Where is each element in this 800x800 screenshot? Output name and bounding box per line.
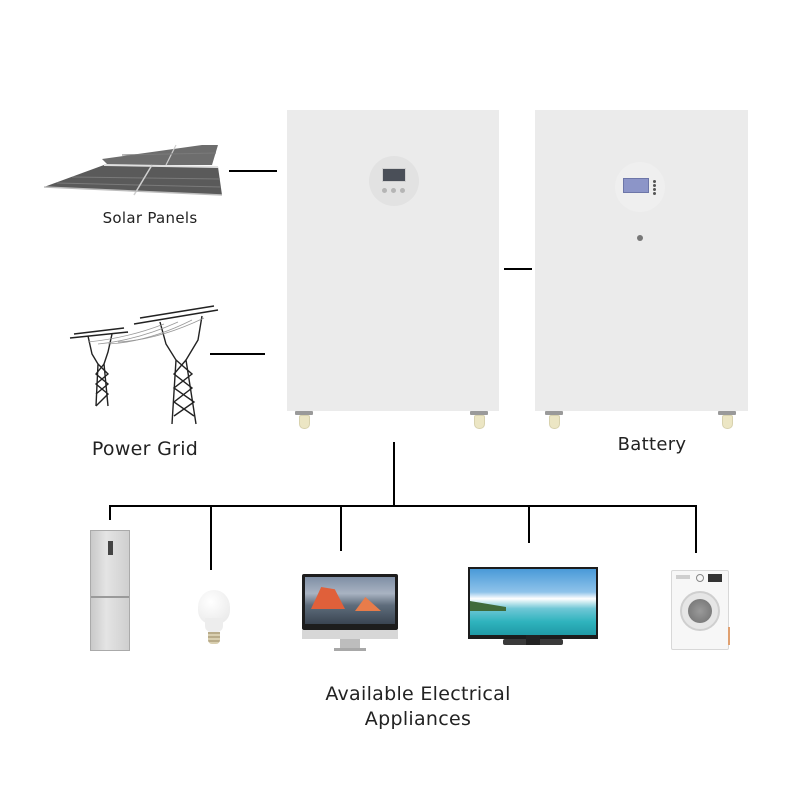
refrigerator-icon — [90, 530, 130, 651]
battery-wheel-right — [718, 411, 736, 431]
fridge-drop — [109, 505, 111, 520]
solar-connector — [229, 170, 277, 172]
monitor-drop — [340, 505, 342, 551]
distribution-bus — [109, 505, 697, 507]
bulb-drop — [210, 505, 212, 570]
washer-drop — [695, 505, 697, 553]
power-grid-label: Power Grid — [91, 438, 199, 460]
tv-icon — [468, 567, 598, 649]
inverter-output-connector — [393, 442, 395, 506]
washing-machine-icon — [671, 570, 730, 650]
solar-panels-label: Solar Panels — [102, 209, 198, 227]
battery-display-screen — [623, 178, 649, 193]
inverter-battery-connector — [504, 268, 532, 270]
battery-label: Battery — [617, 434, 687, 455]
monitor-icon — [302, 574, 398, 652]
tv-drop — [528, 505, 530, 543]
grid-connector — [210, 353, 265, 355]
inverter-cabinet-icon — [287, 110, 499, 411]
light-bulb-icon — [198, 590, 230, 652]
appliances-label-line2: Appliances — [364, 708, 472, 730]
battery-wheel-left — [545, 411, 563, 431]
battery-display-panel — [615, 162, 665, 212]
inverter-wheel-right — [470, 411, 488, 431]
appliances-label-line1: Available Electrical — [325, 683, 511, 705]
battery-power-button-icon — [637, 235, 643, 241]
inverter-display-icon — [369, 156, 419, 206]
inverter-wheel-left — [295, 411, 313, 431]
power-tower-icon — [68, 302, 224, 426]
battery-cabinet-icon — [535, 110, 748, 411]
solar-panels-icon — [42, 143, 224, 199]
